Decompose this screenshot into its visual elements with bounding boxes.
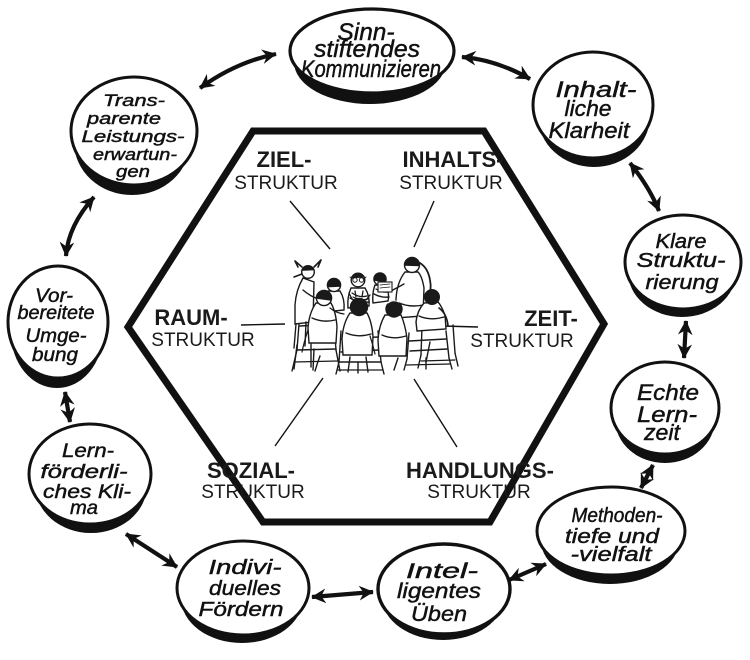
svg-text:HANDLUNGS-: HANDLUNGS- bbox=[406, 458, 554, 483]
svg-text:Klare: Klare bbox=[656, 231, 707, 253]
svg-text:Trans-: Trans- bbox=[103, 91, 165, 110]
svg-text:erwartun-: erwartun- bbox=[93, 145, 177, 164]
svg-text:STRUKTUR: STRUKTUR bbox=[399, 173, 502, 194]
svg-text:Struktu-: Struktu- bbox=[637, 250, 726, 272]
svg-text:ligentes: ligentes bbox=[397, 580, 482, 603]
svg-text:Sinn-: Sinn- bbox=[338, 19, 395, 46]
svg-text:STRUKTUR: STRUKTUR bbox=[234, 173, 337, 194]
svg-text:STRUKTUR: STRUKTUR bbox=[151, 330, 254, 351]
svg-text:Üben: Üben bbox=[411, 603, 467, 626]
svg-text:Vor-: Vor- bbox=[35, 286, 73, 307]
svg-text:duelles: duelles bbox=[209, 578, 281, 600]
svg-text:Methoden-: Methoden- bbox=[572, 505, 663, 527]
svg-text:-vielfalt: -vielfalt bbox=[571, 544, 654, 566]
svg-text:Umge-: Umge- bbox=[26, 326, 87, 347]
svg-text:tiefe und: tiefe und bbox=[565, 526, 660, 548]
svg-text:STRUKTUR: STRUKTUR bbox=[427, 482, 530, 503]
svg-text:Klarheit: Klarheit bbox=[549, 118, 631, 143]
svg-text:INHALTS-: INHALTS- bbox=[402, 147, 503, 172]
svg-text:SOZIAL-: SOZIAL- bbox=[207, 458, 295, 483]
svg-text:rierung: rierung bbox=[646, 272, 719, 294]
svg-text:liche: liche bbox=[565, 96, 612, 121]
svg-text:Lern-: Lern- bbox=[637, 402, 697, 427]
svg-text:Intel-: Intel- bbox=[406, 560, 478, 583]
svg-text:Inhalt-: Inhalt- bbox=[556, 77, 637, 102]
svg-text:Indivi-: Indivi- bbox=[209, 557, 282, 579]
svg-text:ZIEL-: ZIEL- bbox=[257, 147, 312, 172]
svg-text:Echte: Echte bbox=[637, 380, 699, 405]
svg-text:gen: gen bbox=[116, 162, 150, 181]
svg-text:Lern-: Lern- bbox=[62, 441, 114, 462]
svg-text:bereitete: bereitete bbox=[18, 303, 95, 324]
svg-text:ches Kli-: ches Kli- bbox=[43, 482, 131, 503]
svg-text:STRUKTUR: STRUKTUR bbox=[201, 482, 304, 503]
svg-text:Fördern: Fördern bbox=[199, 599, 284, 621]
svg-text:Leistungs-: Leistungs- bbox=[82, 127, 185, 146]
svg-text:bung: bung bbox=[32, 345, 78, 366]
svg-text:ZEIT-: ZEIT- bbox=[524, 306, 578, 331]
svg-text:parente: parente bbox=[86, 109, 161, 128]
svg-text:förderli-: förderli- bbox=[41, 462, 128, 483]
svg-text:STRUKTUR: STRUKTUR bbox=[470, 331, 573, 352]
svg-text:Kommunizieren: Kommunizieren bbox=[301, 56, 441, 83]
svg-text:stiftendes: stiftendes bbox=[314, 36, 420, 63]
svg-text:ma: ma bbox=[70, 498, 98, 519]
svg-text:zeit: zeit bbox=[643, 420, 681, 445]
svg-text:RAUM-: RAUM- bbox=[154, 305, 227, 330]
